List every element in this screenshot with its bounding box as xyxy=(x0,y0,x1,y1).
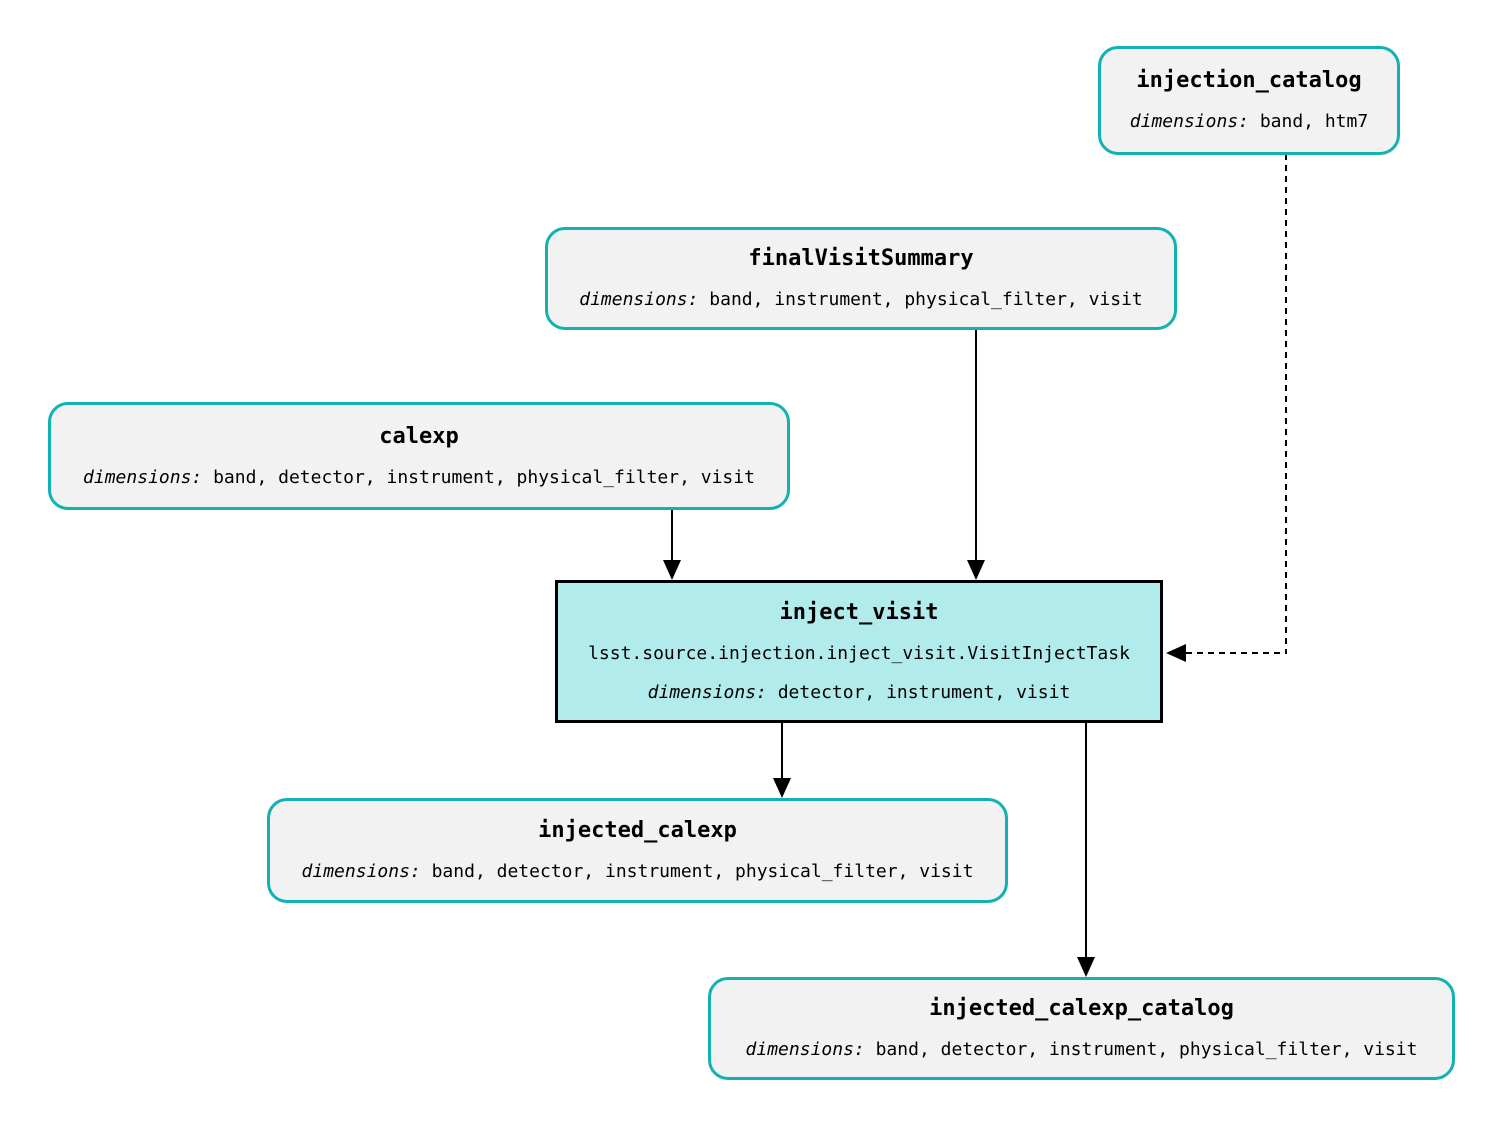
edge-line xyxy=(975,329,977,562)
node-title: inject_visit xyxy=(779,599,939,625)
node-finalvisitsummary: finalVisitSummary dimensions: band, instr… xyxy=(545,227,1177,330)
node-dimensions: dimensions: band, detector, instrument, p… xyxy=(746,1038,1418,1062)
dimensions-label: dimensions: xyxy=(83,466,203,488)
node-title: injected_calexp_catalog xyxy=(929,996,1234,1021)
node-dimensions: dimensions: band, detector, instrument, p… xyxy=(302,860,974,884)
node-title: injection_catalog xyxy=(1136,68,1362,93)
node-injected-calexp: injected_calexp dimensions: band, detecto… xyxy=(267,798,1008,903)
arrowhead-down-icon xyxy=(1077,957,1095,977)
dimensions-value: band, detector, instrument, physical_fil… xyxy=(875,1039,1418,1060)
node-dimensions: dimensions: band, htm7 xyxy=(1130,110,1368,134)
arrowhead-down-icon xyxy=(967,560,985,580)
node-inject-visit-task: inject_visit lsst.source.injection.injec… xyxy=(555,580,1163,723)
edge-line-dashed xyxy=(1186,652,1287,654)
edge-line xyxy=(1085,722,1087,959)
edge-line xyxy=(671,509,673,562)
dimensions-label: dimensions: xyxy=(745,1039,865,1060)
node-calexp: calexp dimensions: band, detector, instru… xyxy=(48,402,790,510)
dimensions-label: dimensions: xyxy=(579,289,699,310)
node-injected-calexp-catalog: injected_calexp_catalog dimensions: band,… xyxy=(708,977,1455,1080)
node-dimensions: dimensions: band, detector, instrument, p… xyxy=(83,466,755,490)
node-title: calexp xyxy=(379,423,459,449)
node-injection-catalog: injection_catalog dimensions: band, htm7 xyxy=(1098,46,1400,155)
dimensions-value: band, detector, instrument, physical_fil… xyxy=(431,861,974,882)
dimensions-value: band, instrument, physical_filter, visit xyxy=(709,289,1143,310)
arrowhead-left-icon xyxy=(1166,644,1186,662)
edge-line xyxy=(781,722,783,780)
edge-line-dashed xyxy=(1285,154,1287,653)
arrowhead-down-icon xyxy=(663,560,681,580)
dimensions-label: dimensions: xyxy=(1129,111,1249,132)
dimensions-label: dimensions: xyxy=(647,681,767,703)
node-title: injected_calexp xyxy=(538,818,737,843)
dimensions-value: band, detector, instrument, physical_fil… xyxy=(213,466,755,488)
node-dimensions: dimensions: detector, instrument, visit xyxy=(648,681,1071,705)
node-dimensions: dimensions: band, instrument, physical_fi… xyxy=(579,288,1143,312)
node-title: finalVisitSummary xyxy=(748,246,974,271)
arrowhead-down-icon xyxy=(773,778,791,798)
dimensions-label: dimensions: xyxy=(301,861,421,882)
dimensions-value: band, htm7 xyxy=(1259,111,1369,132)
dimensions-value: detector, instrument, visit xyxy=(777,681,1071,703)
task-class: lsst.source.injection.inject_visit.Visit… xyxy=(588,642,1130,664)
